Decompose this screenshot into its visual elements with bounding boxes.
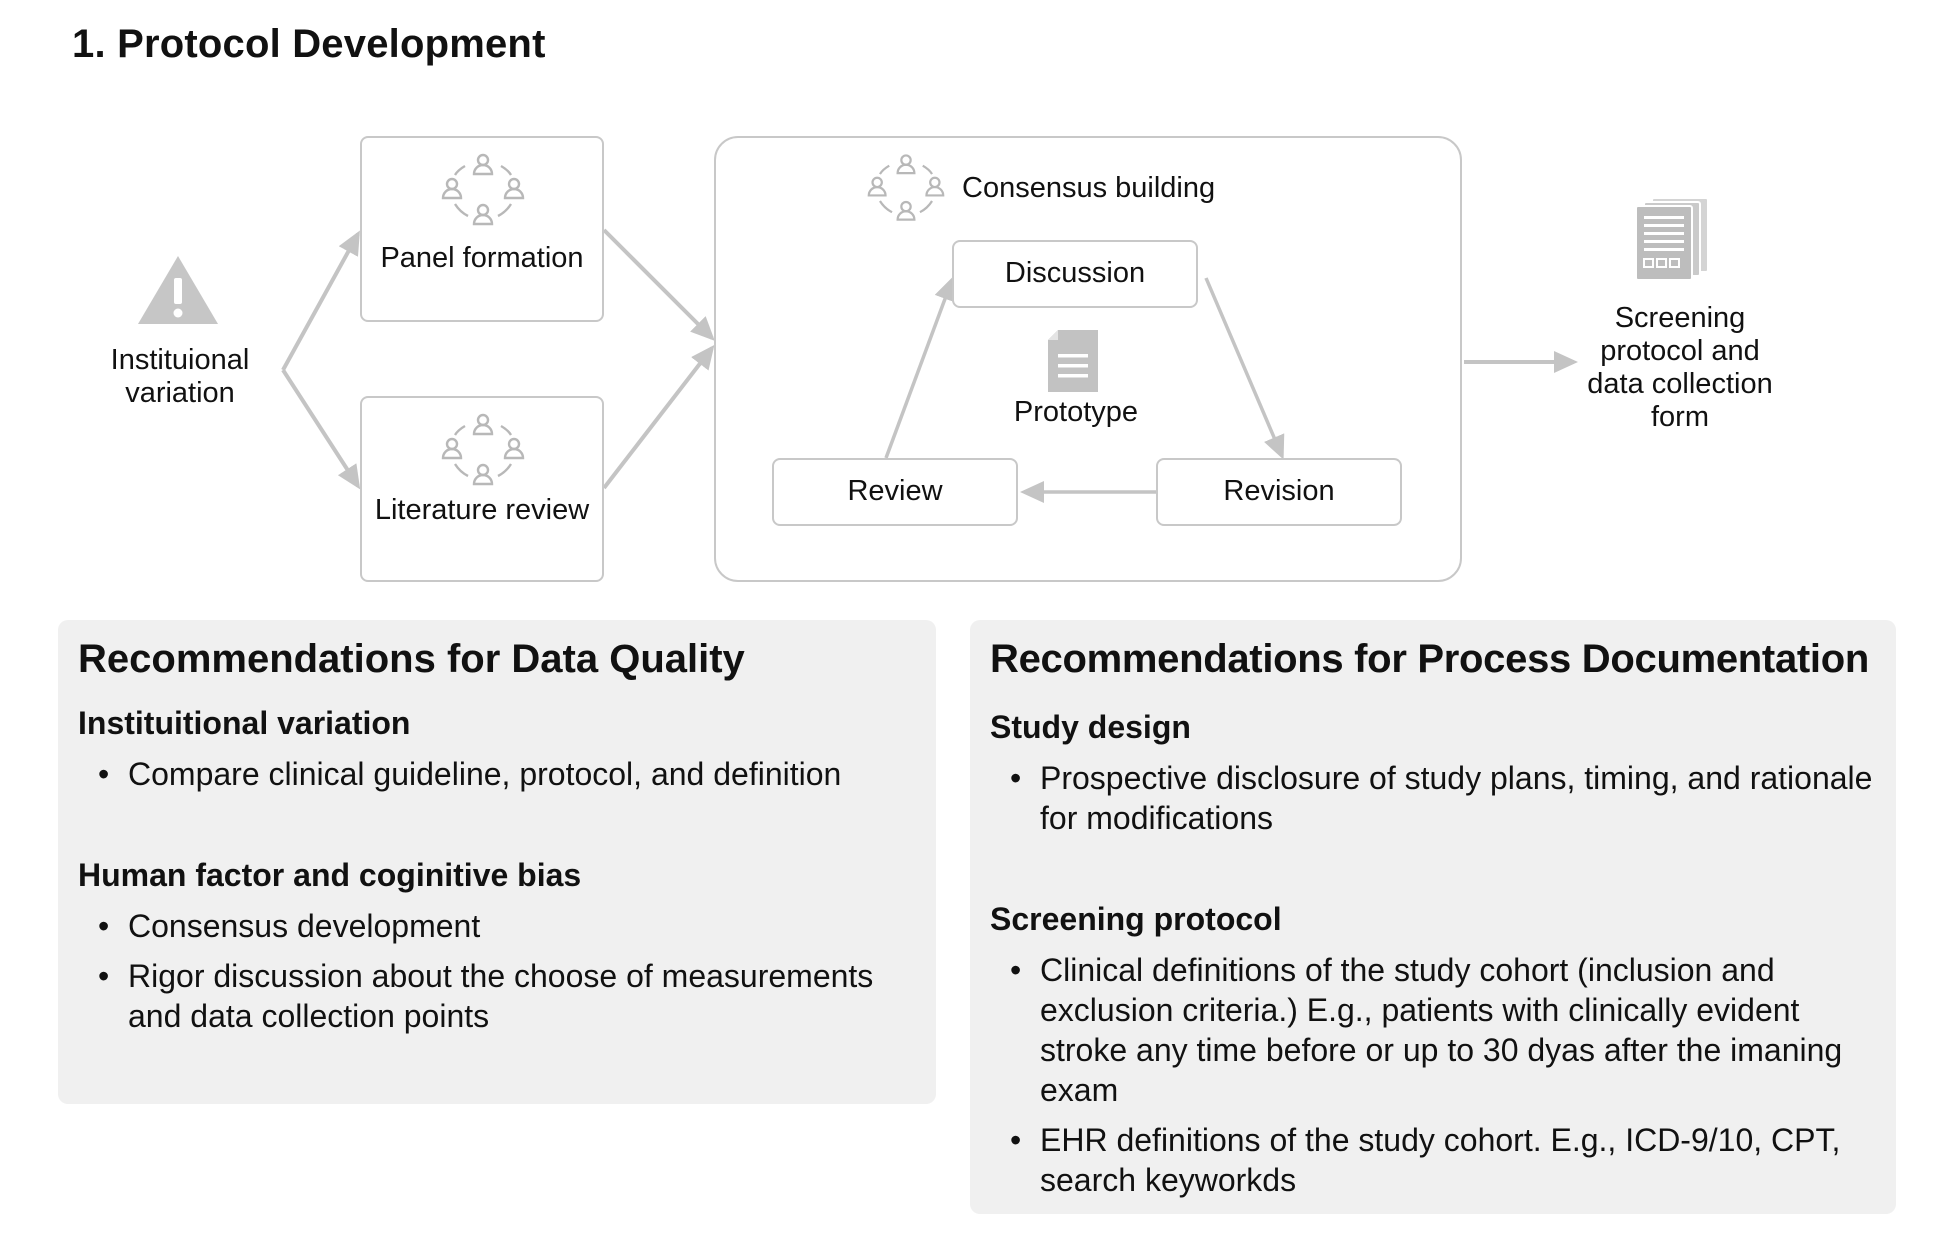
people-circle-icon [867,154,945,221]
prototype-label: Prototype [1013,396,1139,428]
consensus-building-frame [714,136,1462,582]
arrow-review-to-discussion [884,276,956,459]
list-item: Compare clinical guideline, protocol, an… [78,754,916,794]
review-label: Review [847,475,943,507]
process-documentation-panel: Recommendations for Process Documentatio… [970,620,1896,1214]
warning-icon [138,256,218,324]
arrow-panel-to-consensus [602,228,715,341]
list-item: EHR definitions of the study cohort. E.g… [990,1120,1876,1200]
revision-label: Revision [1223,475,1335,507]
arrow-discussion-to-revision [1204,277,1285,460]
process-documentation-heading: Recommendations for Process Documentatio… [990,637,1869,681]
human-factor-heading: Human factor and coginitive bias [78,857,582,893]
arrow-to-literature-review [281,368,361,490]
document-stack-icon [1636,197,1709,280]
start-node-label: Instituional variation [110,344,250,409]
data-quality-heading: Recommendations for Data Quality [78,637,745,681]
output-label: Screening protocol and data collection f… [1587,302,1773,433]
literature-review-box: Literature review [360,396,604,582]
panel-formation-box: Panel formation [360,136,604,322]
institutional-variation-heading: Instituitional variation [78,705,411,741]
discussion-label: Discussion [1004,257,1146,289]
list-item: Clinical definitions of the study cohort… [990,950,1876,1110]
arrow-to-panel-formation [281,230,360,371]
page-title: 1. Protocol Development [72,22,546,66]
list-item: Consensus development [78,906,916,946]
study-design-heading: Study design [990,709,1191,745]
people-circle-icon [441,413,525,486]
literature-review-label: Literature review [374,494,590,526]
list-item: Rigor discussion about the choose of mea… [78,956,916,1036]
list-item: Prospective disclosure of study plans, t… [990,758,1876,838]
consensus-building-title: Consensus building [962,172,1216,204]
document-icon [1048,330,1098,392]
data-quality-panel: Recommendations for Data Quality Institu… [58,620,936,1104]
arrow-literature-to-consensus [602,344,715,490]
discussion-box: Discussion [952,240,1198,308]
screening-protocol-heading: Screening protocol [990,901,1282,937]
revision-box: Revision [1156,458,1402,526]
panel-formation-label: Panel formation [380,242,584,274]
people-circle-icon [441,153,525,226]
review-box: Review [772,458,1018,526]
flow-diagram-connectors [281,228,1578,503]
